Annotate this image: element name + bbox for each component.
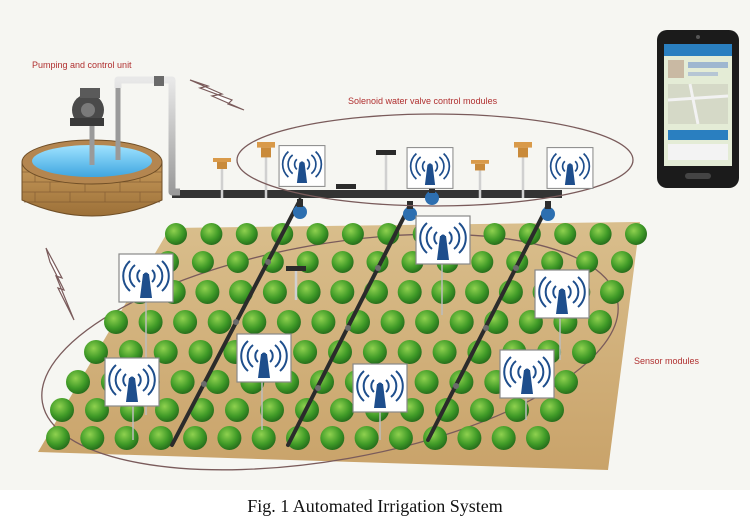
shrub	[153, 340, 178, 364]
shrub	[207, 310, 232, 334]
sensor-label: Sensor modules	[634, 356, 700, 366]
shrub	[600, 280, 624, 304]
shrub	[262, 280, 287, 304]
shrub	[276, 310, 301, 334]
shrub	[217, 426, 242, 450]
shrub	[188, 340, 213, 364]
shrub	[431, 280, 456, 304]
shrub	[341, 223, 364, 245]
shrub	[589, 223, 612, 245]
shrub	[467, 340, 492, 364]
shrub	[554, 370, 578, 394]
shrub	[331, 251, 354, 273]
shrub	[362, 340, 387, 364]
shrub	[114, 426, 139, 450]
shrub	[165, 223, 187, 245]
shrub	[625, 223, 647, 245]
shrub	[576, 251, 599, 273]
shrub	[293, 340, 318, 364]
shrub	[540, 398, 564, 422]
shrub	[205, 370, 230, 394]
shrub	[330, 280, 355, 304]
figure-caption: Fig. 1 Automated Irrigation System	[247, 496, 503, 516]
shrub	[46, 426, 70, 450]
shrub	[225, 398, 249, 422]
shrub	[242, 310, 267, 334]
shrub	[449, 310, 474, 334]
shrub	[588, 310, 612, 334]
shrub	[470, 398, 494, 422]
shrub	[526, 426, 550, 450]
shrub	[423, 426, 448, 450]
shrub	[330, 398, 354, 422]
shrub	[554, 223, 577, 245]
shrub	[104, 310, 128, 334]
shrub	[505, 398, 529, 422]
shrub	[66, 370, 90, 394]
shrub	[415, 310, 440, 334]
shrub	[541, 251, 564, 273]
shrub	[388, 426, 413, 450]
shrub	[471, 251, 494, 273]
solenoid-modules-ellipse	[236, 113, 634, 207]
shrub	[611, 251, 633, 273]
smartphone-icon	[657, 30, 739, 188]
shrub	[80, 426, 105, 450]
shrub-icon	[46, 223, 647, 450]
shrub	[155, 398, 179, 422]
shrub	[173, 310, 198, 334]
shrub	[235, 223, 258, 245]
irrigation-diagram: Pumping and control unit Solenoid water …	[0, 0, 750, 490]
shrub	[311, 310, 336, 334]
shrub	[226, 251, 249, 273]
shrub	[85, 398, 109, 422]
shrub	[183, 426, 208, 450]
shrub	[354, 426, 379, 450]
shrub	[260, 398, 284, 422]
shrub	[191, 251, 214, 273]
main-supply-pipe	[172, 190, 562, 198]
shrub	[397, 340, 422, 364]
shrub	[200, 223, 223, 245]
shrub	[251, 426, 276, 450]
shrub	[286, 426, 310, 450]
shrub	[380, 310, 405, 334]
shrub	[483, 223, 506, 245]
shrub	[306, 223, 329, 245]
shrub	[397, 280, 422, 304]
lightning-signal-icon	[45, 79, 245, 321]
shrub	[50, 398, 74, 422]
pump-icon	[70, 76, 180, 196]
drip-emitters	[201, 259, 519, 391]
shrub	[148, 426, 173, 450]
pump-label: Pumping and control unit	[32, 60, 132, 70]
sprinkler-icon	[211, 140, 534, 200]
shrub	[320, 426, 345, 450]
shrub	[84, 340, 108, 364]
wireless-sensor-icon	[278, 144, 594, 190]
shrub	[190, 398, 214, 422]
irrigation-scene	[21, 30, 739, 471]
shrub	[465, 280, 490, 304]
shrub	[491, 426, 516, 450]
shrub	[170, 370, 195, 394]
shrub	[296, 280, 321, 304]
sprinkler-heads-black	[286, 150, 396, 300]
shrub	[457, 426, 482, 450]
shrub	[138, 310, 163, 334]
shrub	[432, 340, 457, 364]
solenoid-label: Solenoid water valve control modules	[348, 96, 498, 106]
shrub	[572, 340, 596, 364]
shrub	[195, 280, 220, 304]
shrub	[261, 251, 284, 273]
shrub	[414, 370, 439, 394]
